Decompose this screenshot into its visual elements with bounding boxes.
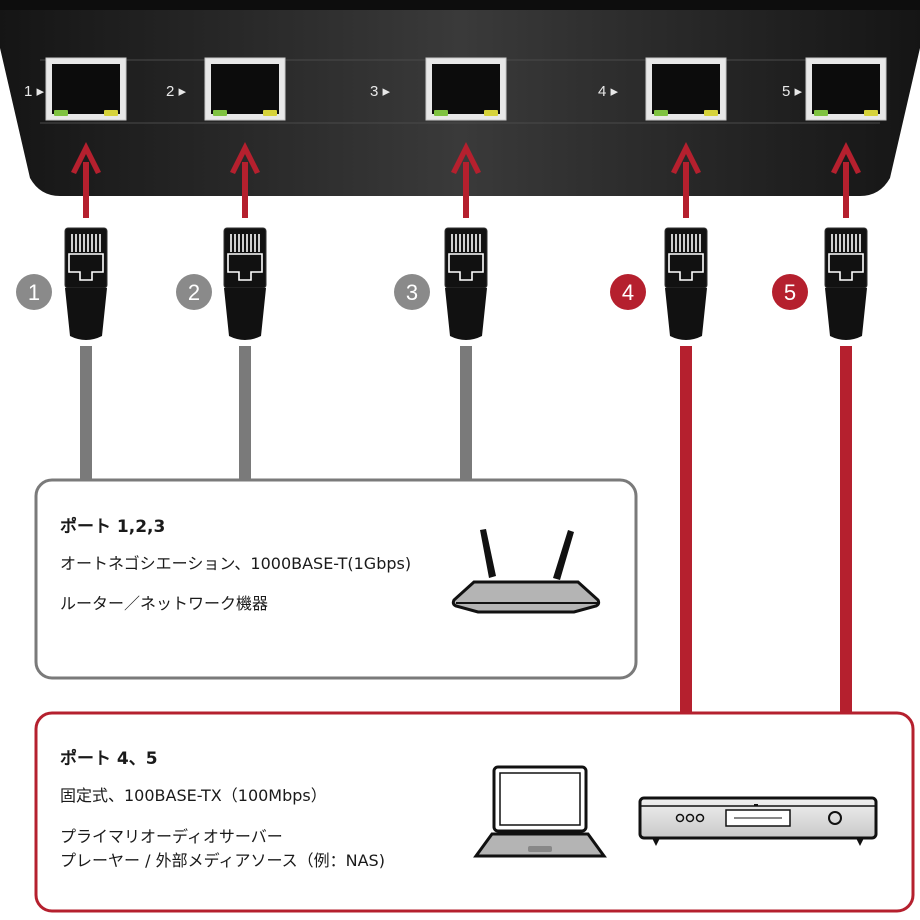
- panel-b-line1: 固定式、100BASE-TX（100Mbps）: [60, 786, 327, 805]
- cable-1: [80, 346, 92, 480]
- badge-5: 5: [772, 274, 808, 310]
- cables: [80, 346, 852, 714]
- laptop-icon: [473, 765, 607, 858]
- router-icon: [451, 529, 601, 614]
- badge-4: 4: [610, 274, 646, 310]
- port-jack-2[interactable]: [204, 57, 286, 121]
- arrow-up-icon-5: [831, 142, 861, 218]
- arrow-up-icon-3: [451, 142, 481, 218]
- rj45-connector-icon-4: [664, 227, 708, 341]
- port-label-3: 3 ▸: [370, 83, 391, 100]
- panel-b-line3: プレーヤー / 外部メディアソース（例：NAS): [60, 851, 385, 870]
- panel-b-line2: プライマリオーディオサーバー: [60, 827, 283, 846]
- panel-a-line2: ルーター／ネットワーク機器: [60, 594, 269, 613]
- port-jack-4[interactable]: [645, 57, 727, 121]
- arrow-up-icon-2: [230, 142, 260, 218]
- panel-a-title: ポート 1,2,3: [60, 517, 166, 537]
- svg-text:4: 4: [622, 280, 634, 305]
- svg-text:1: 1: [28, 280, 40, 305]
- cable-5: [840, 346, 852, 714]
- panel-b-title: ポート 4、5: [60, 749, 158, 769]
- rj45-connector-icon-3: [444, 227, 488, 341]
- panel-a-line1: オートネゴシエーション、1000BASE-T(1Gbps): [60, 554, 412, 573]
- panel-ports-123: [34, 478, 638, 680]
- arrow-up-icon-4: [671, 142, 701, 218]
- panel-ports-45: [34, 711, 915, 913]
- rj45-connector-icon-2: [223, 227, 267, 341]
- port-label-1: 1 ▸: [24, 83, 45, 100]
- svg-text:5: 5: [784, 280, 796, 305]
- port-label-2: 2 ▸: [166, 83, 187, 100]
- rj45-connector-icon-5: [824, 227, 868, 341]
- svg-text:2: 2: [188, 280, 200, 305]
- svg-text:3: 3: [406, 280, 418, 305]
- port-label-4: 4 ▸: [598, 83, 619, 100]
- cable-4: [680, 346, 692, 714]
- insert-arrows: [71, 142, 861, 218]
- badge-2: 2: [176, 274, 212, 310]
- cable-2: [239, 346, 251, 480]
- cable-3: [460, 346, 472, 480]
- port-jack-5[interactable]: [805, 57, 887, 121]
- port-jack-3[interactable]: [425, 57, 507, 121]
- audio-player-icon: [638, 796, 878, 846]
- badge-3: 3: [394, 274, 430, 310]
- rj45-connector-icon-1: [64, 227, 108, 341]
- arrow-up-icon-1: [71, 142, 101, 218]
- port-jack-1[interactable]: [45, 57, 127, 121]
- badge-1: 1: [16, 274, 52, 310]
- port-label-5: 5 ▸: [782, 83, 803, 100]
